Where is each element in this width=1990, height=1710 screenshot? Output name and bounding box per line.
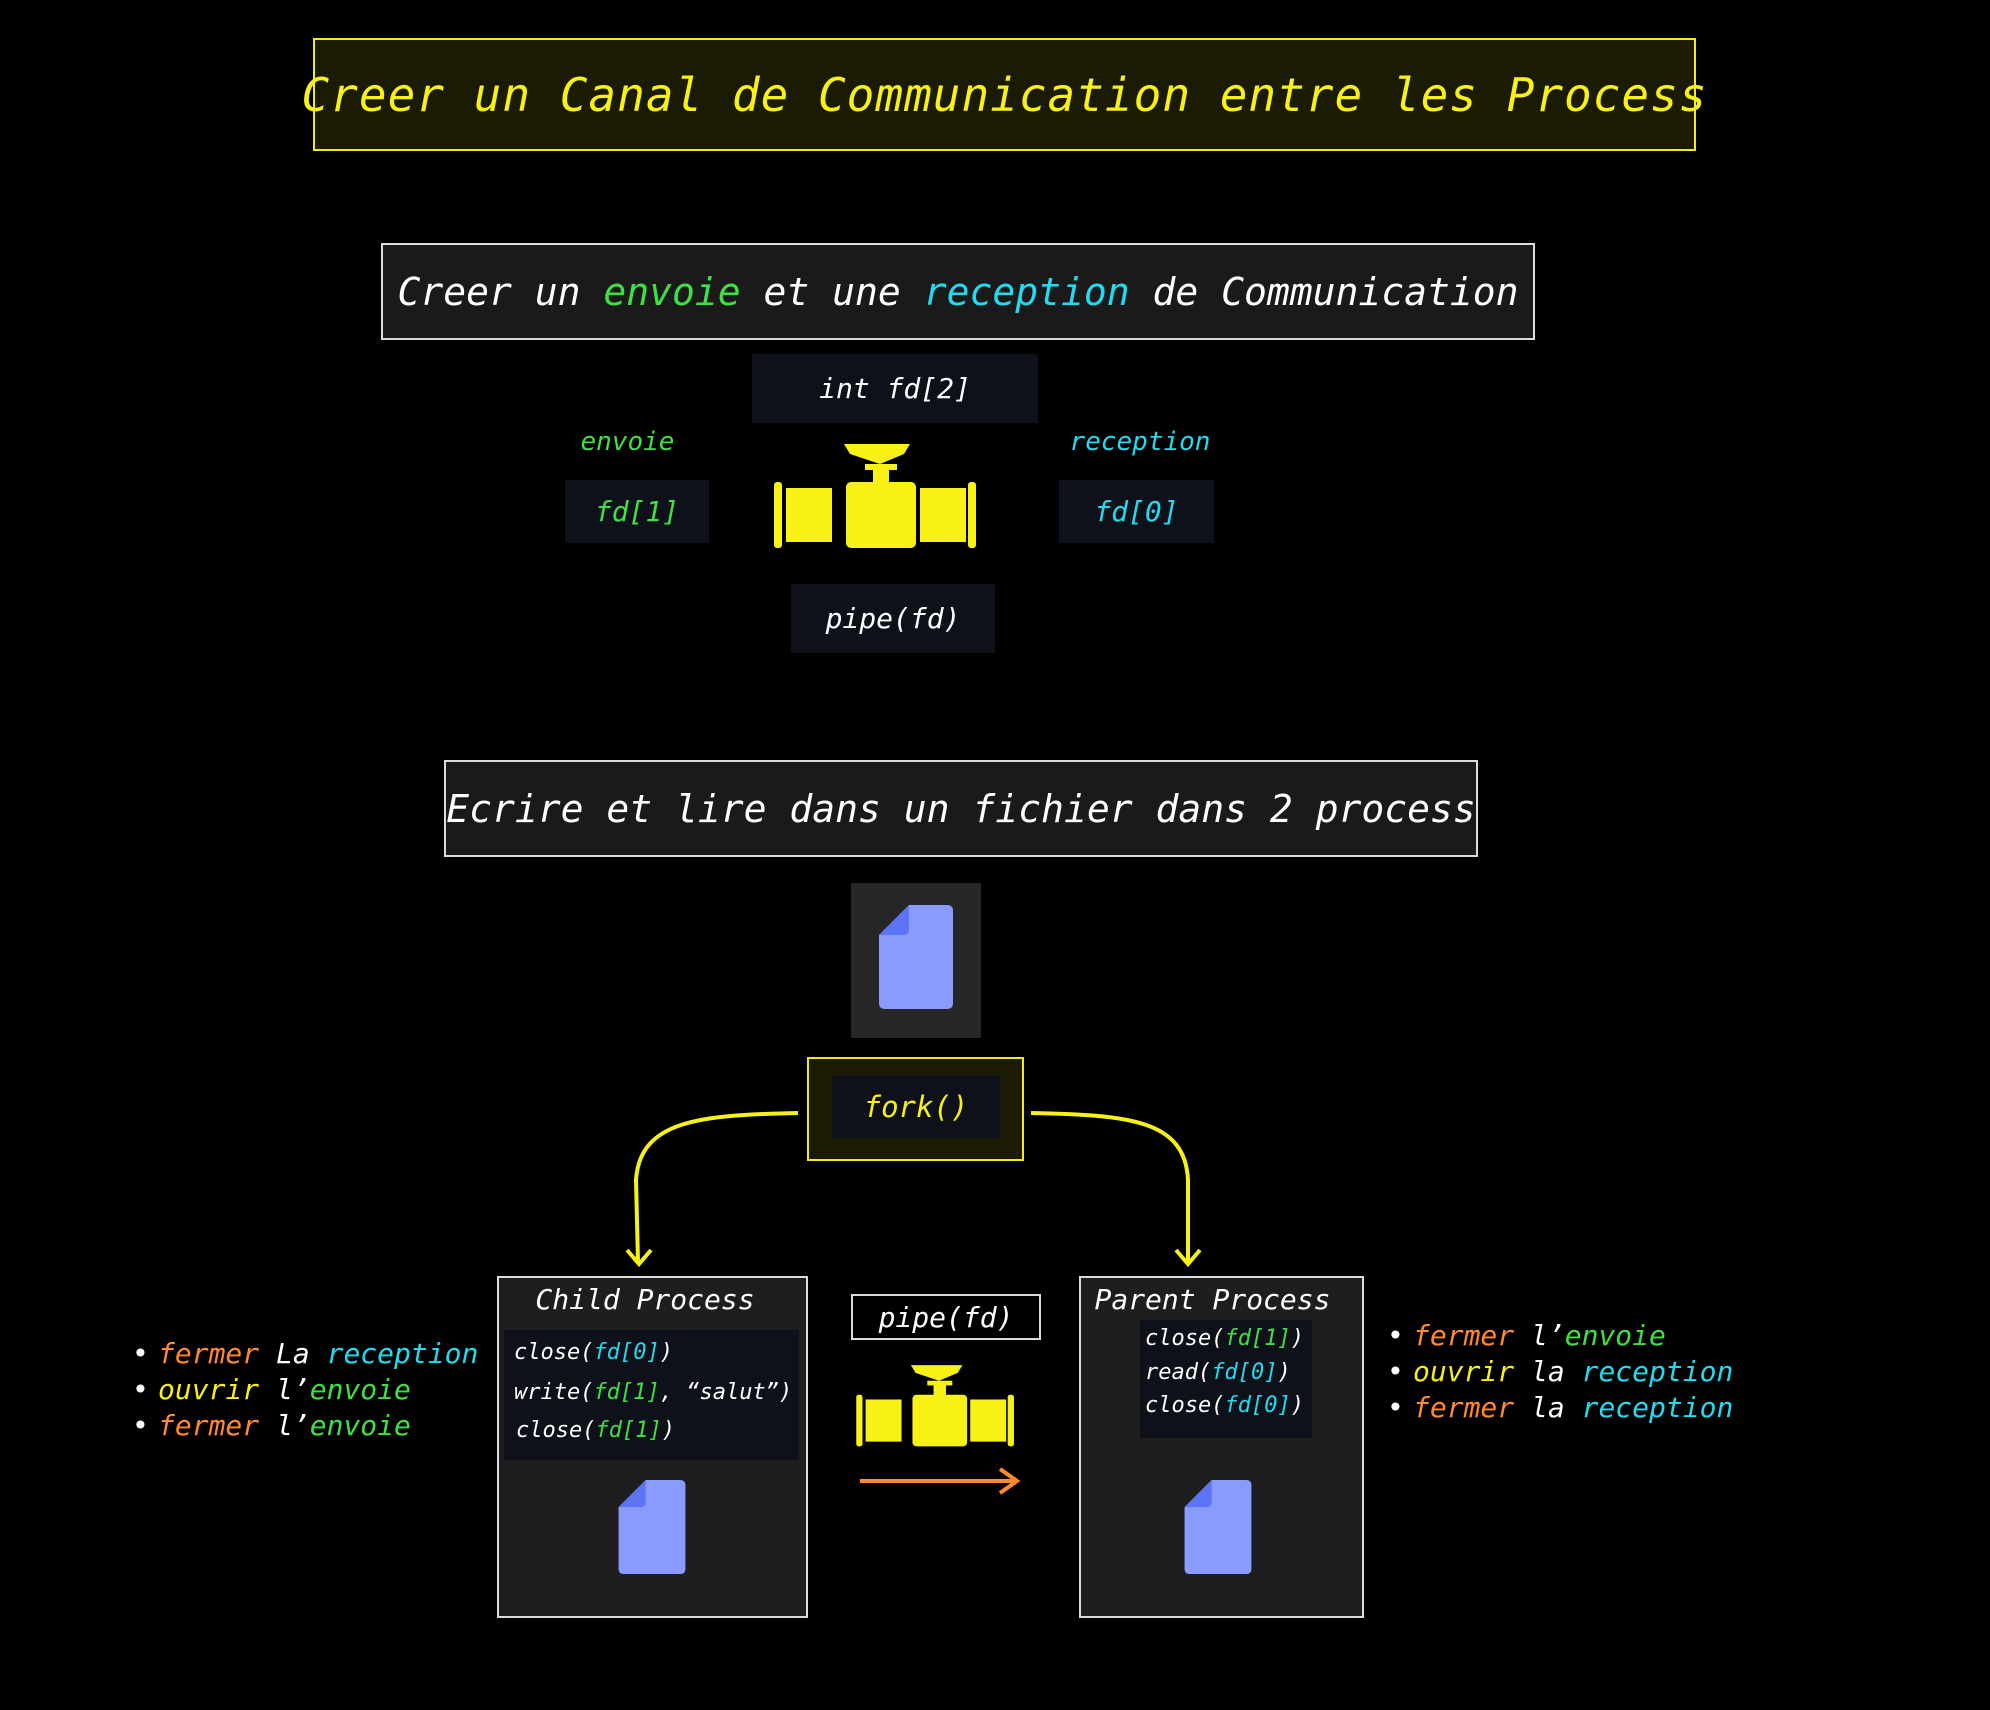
step-article: La [259, 1337, 327, 1370]
code-end: ) [1290, 1393, 1304, 1418]
code-fn: write( [514, 1380, 594, 1405]
code-fn: close( [516, 1418, 596, 1443]
parent-process-title: Parent Process [1094, 1282, 1331, 1316]
step-target: envoie [309, 1409, 411, 1442]
code-end: ) [661, 1418, 675, 1443]
fork-to-parent-arrow [1030, 1111, 1190, 1262]
envoie-label: envoie [580, 427, 675, 457]
valve-pipe-icon [774, 444, 976, 548]
step-verb: fermer [158, 1337, 260, 1370]
reception-label: reception [1069, 427, 1211, 457]
child-code-line: write(fd[1], “salut”) [514, 1380, 792, 1405]
step-article: la [1514, 1391, 1582, 1424]
parent-code-line: read(fd[0]) [1145, 1360, 1291, 1385]
code-end: ) [659, 1340, 673, 1365]
step-verb: fermer [1413, 1391, 1515, 1424]
sec1-text: Creer un [397, 269, 604, 314]
step-article: l’ [1514, 1319, 1565, 1352]
list-item: ouvrir l’envoie [130, 1372, 478, 1408]
sec1-text: et une [740, 269, 924, 314]
step-target: reception [1581, 1355, 1734, 1388]
code-fn: close( [1145, 1393, 1225, 1418]
code-fd: fd[1] [1224, 1326, 1291, 1351]
sec1-envoie: envoie [603, 269, 741, 314]
child-code-line: close(fd[1]) [516, 1418, 675, 1443]
child-code-block: close(fd[0]) write(fd[1], “salut”) close… [504, 1330, 799, 1460]
code-fd: fd[0] [593, 1340, 660, 1365]
pipe-call-middle: pipe(fd) [851, 1294, 1041, 1340]
child-process-title: Child Process [535, 1282, 755, 1316]
file-panel-top [851, 883, 981, 1038]
section-title-channel: Creer un envoie et une reception de Comm… [381, 243, 1535, 340]
code-end: ) [1290, 1326, 1304, 1351]
int-fd-declaration: int fd[2] [752, 354, 1038, 423]
code-end: ) [1277, 1360, 1291, 1385]
child-steps-list: fermer La reception ouvrir l’envoie ferm… [130, 1336, 478, 1444]
step-target: envoie [309, 1373, 411, 1406]
valve-pipe-icon [856, 1365, 1014, 1447]
step-verb: fermer [1413, 1319, 1515, 1352]
code-fd: fd[1] [593, 1380, 660, 1405]
code-fn: close( [1145, 1326, 1225, 1351]
parent-code-line: close(fd[1]) [1145, 1326, 1304, 1351]
parent-code-line: close(fd[0]) [1145, 1393, 1304, 1418]
list-item: fermer La reception [130, 1336, 478, 1372]
list-item: ouvrir la reception [1385, 1354, 1733, 1390]
fork-to-child-arrow [633, 1111, 799, 1263]
fd-write-box: fd[1] [565, 480, 709, 543]
section-title-processes: Ecrire et lire dans un fichier dans 2 pr… [444, 760, 1478, 857]
code-fn: close( [514, 1340, 594, 1365]
fd-read-box: fd[0] [1059, 480, 1214, 543]
main-title: Creer un Canal de Communication entre le… [301, 38, 1707, 151]
step-article: l’ [259, 1373, 310, 1406]
pipe-call-top: pipe(fd) [791, 584, 995, 653]
parent-steps-list: fermer l’envoie ouvrir la reception ferm… [1385, 1318, 1733, 1426]
list-item: fermer la reception [1385, 1390, 1733, 1426]
step-target: reception [326, 1337, 479, 1370]
code-end: , “salut”) [659, 1380, 793, 1405]
step-target: reception [1581, 1391, 1734, 1424]
list-item: fermer l’envoie [1385, 1318, 1733, 1354]
file-icon [1184, 1480, 1252, 1574]
code-fd: fd[0] [1211, 1360, 1278, 1385]
step-verb: fermer [158, 1409, 260, 1442]
parent-code-block: close(fd[1]) read(fd[0]) close(fd[0]) [1140, 1320, 1312, 1438]
sec1-reception: reception [923, 269, 1130, 314]
file-icon [879, 905, 953, 1009]
step-verb: ouvrir [1413, 1355, 1515, 1388]
code-fd: fd[1] [595, 1418, 662, 1443]
list-item: fermer l’envoie [130, 1408, 478, 1444]
file-icon [618, 1480, 686, 1574]
sec1-text: de Communication [1129, 269, 1519, 314]
step-article: l’ [259, 1409, 310, 1442]
step-target: envoie [1564, 1319, 1666, 1352]
code-fd: fd[0] [1224, 1393, 1291, 1418]
child-code-line: close(fd[0]) [514, 1340, 673, 1365]
step-article: la [1514, 1355, 1582, 1388]
code-fn: read( [1145, 1360, 1212, 1385]
fork-call: fork() [832, 1076, 1000, 1138]
step-verb: ouvrir [158, 1373, 260, 1406]
